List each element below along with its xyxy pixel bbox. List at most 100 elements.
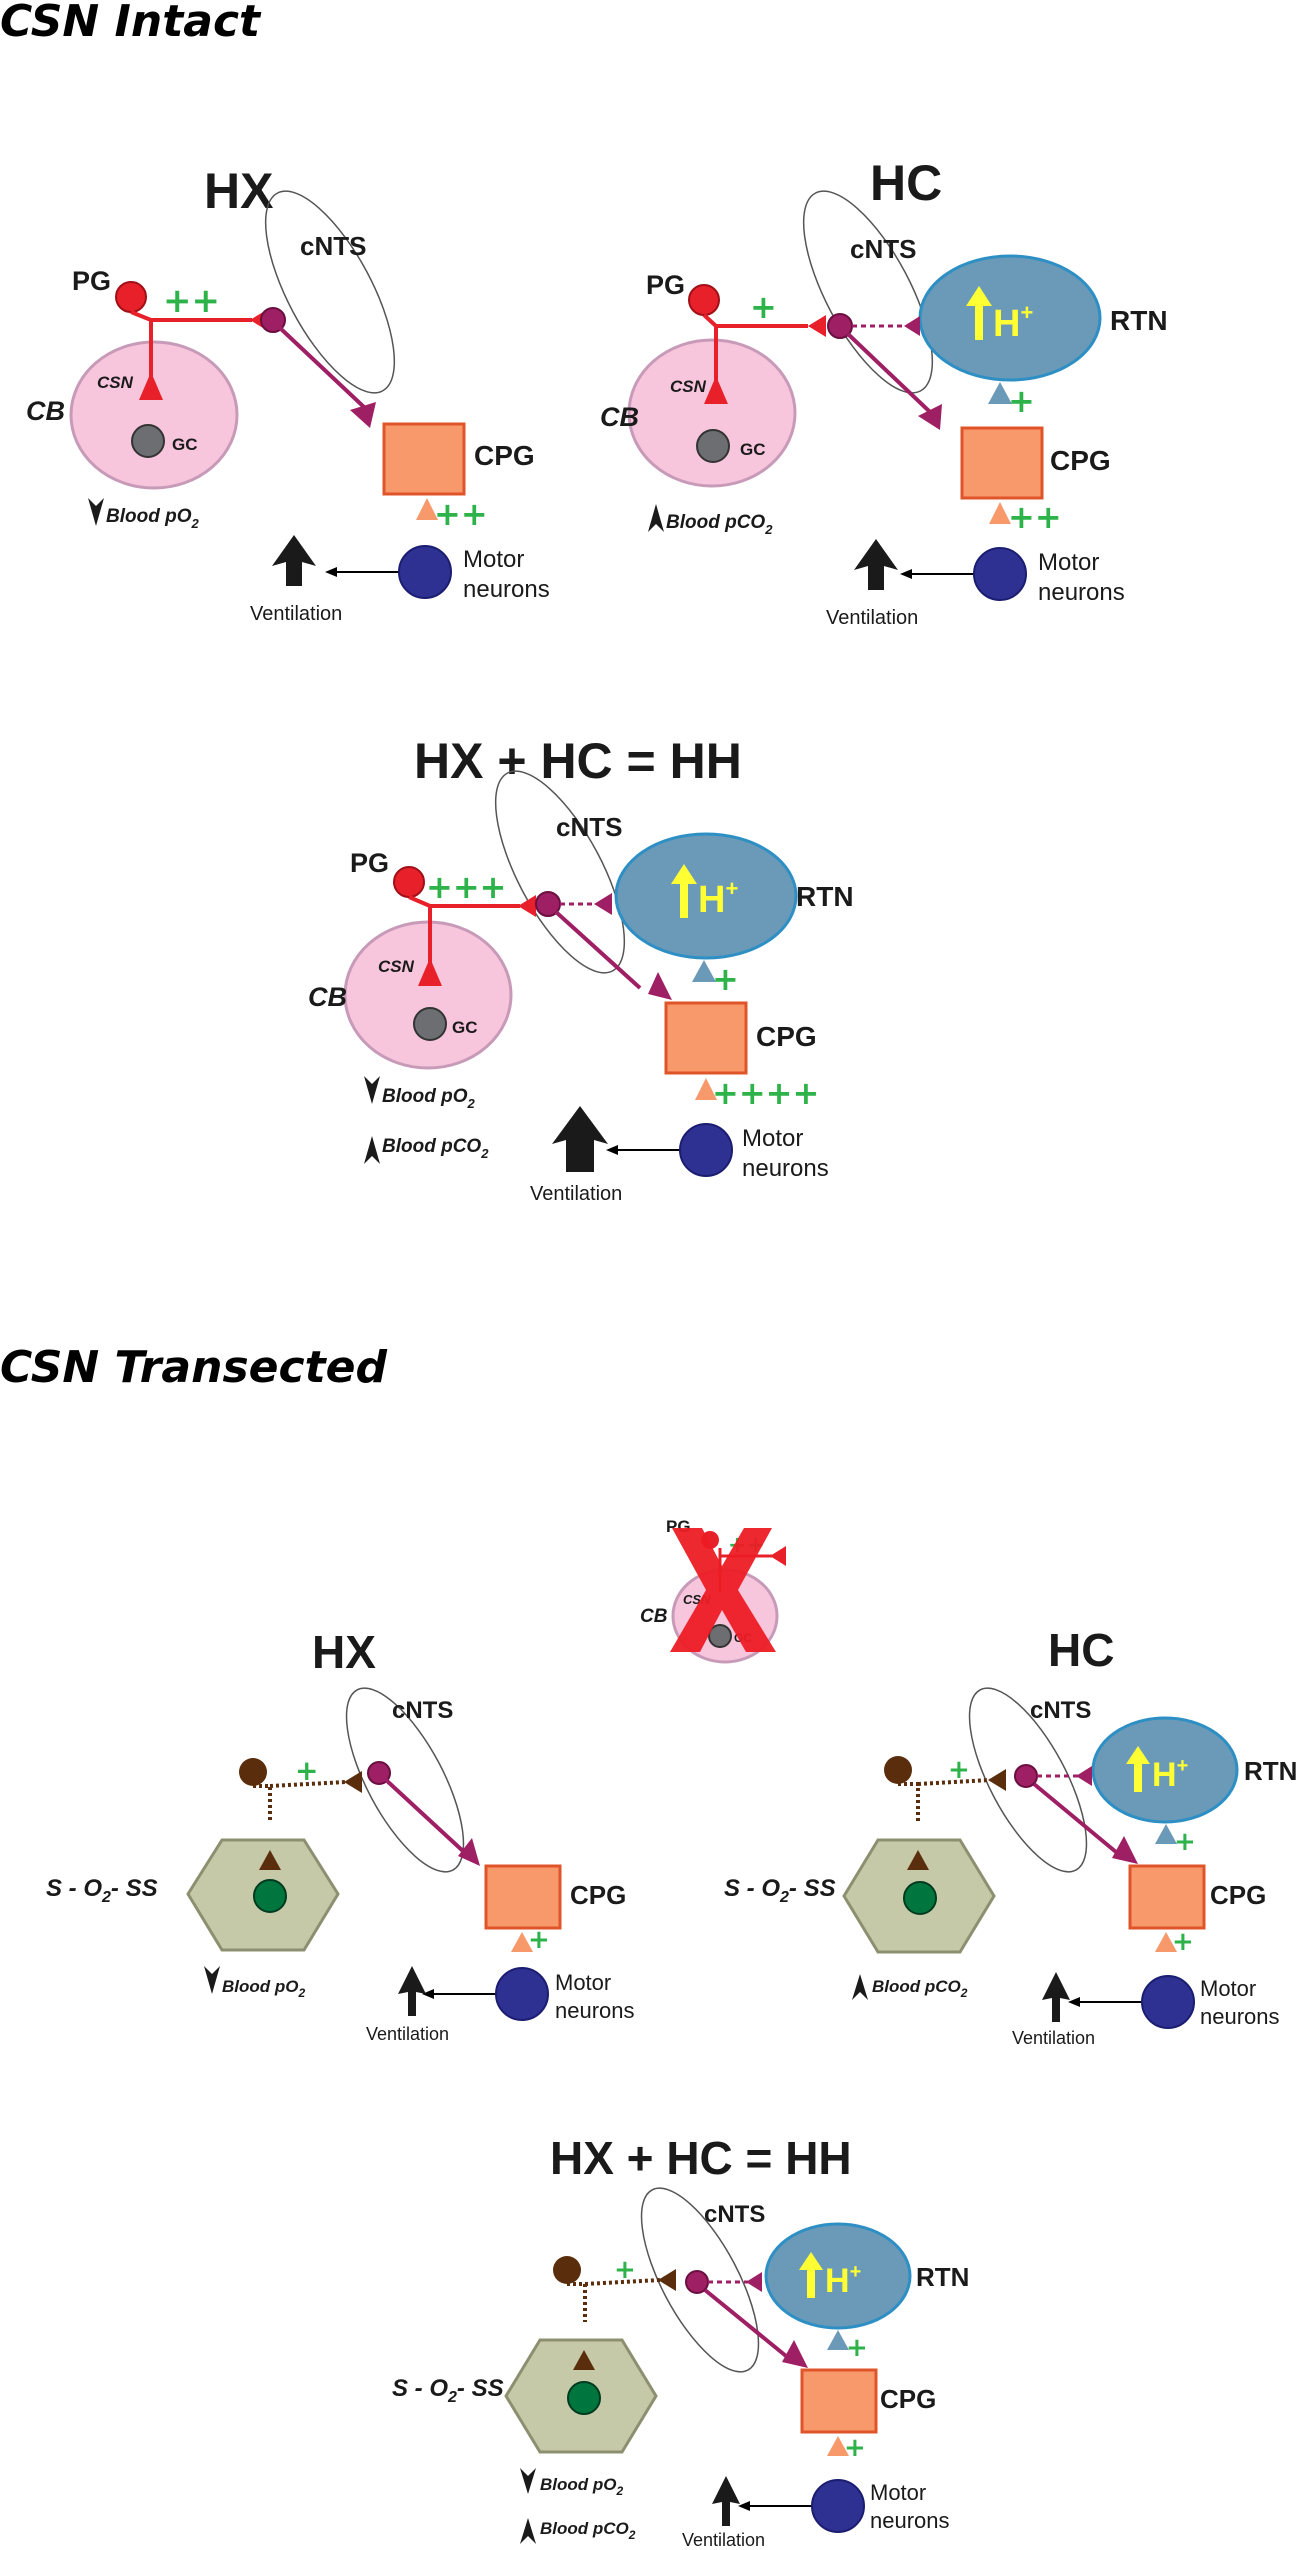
up-arrow-icon — [1126, 1746, 1150, 1792]
rtn-label: RTN — [916, 2262, 969, 2292]
cpg-terminal — [827, 2436, 849, 2456]
cnts-terminal — [782, 2340, 808, 2368]
csn-terminal — [704, 376, 728, 404]
cpg-terminal — [416, 498, 438, 520]
cpg-label: CPG — [1050, 445, 1111, 476]
ventilation-arrow — [1042, 1972, 1070, 2022]
cpg-box — [960, 426, 1044, 500]
motor-label: Motor — [1038, 549, 1099, 576]
sensor-soma — [553, 2256, 581, 2284]
motor-label: neurons — [742, 1155, 829, 1182]
rtn-terminal — [594, 893, 612, 915]
gc-cell — [696, 429, 730, 463]
csn-label: CSN — [670, 377, 707, 396]
up-arrow-icon — [364, 1136, 380, 1164]
plus-marks: + — [844, 2433, 866, 2463]
up-arrow-icon — [648, 504, 664, 532]
motor-neuron — [1067, 1975, 1195, 2029]
cnts-terminal — [350, 402, 376, 428]
cpg-label: CPG — [1210, 1880, 1266, 1910]
csn-label: CSN — [378, 957, 415, 976]
ventilation-arrow — [552, 1106, 608, 1172]
cb-label: CB — [600, 402, 639, 432]
cnts-axon — [846, 332, 932, 414]
ventilation-arrow — [712, 2476, 740, 2526]
panel-title-hh: HX + HC = HH — [550, 2132, 852, 2184]
rtn-label: RTN — [796, 881, 854, 912]
motor-label: Motor — [742, 1125, 803, 1152]
cnts-outline — [802, 190, 934, 394]
gc-cell — [131, 424, 165, 458]
rtn-terminal — [746, 2272, 762, 2292]
rtn-terminal — [1076, 1766, 1092, 1786]
sss-label: S - O2- SS — [724, 1875, 836, 1906]
sensor-terminal — [988, 1769, 1006, 1791]
motor-label: neurons — [463, 576, 550, 603]
motor-label: neurons — [1038, 579, 1125, 606]
cnts-axon — [1032, 1782, 1118, 1854]
cnts-axon — [384, 1778, 466, 1854]
cnts-label: cNTS — [704, 2201, 765, 2228]
cpg-box — [1128, 1864, 1206, 1930]
blood-pco2-label: Blood pCO2 — [666, 512, 773, 537]
transection-icon: PG CB CSN ++ GC — [640, 1517, 786, 1664]
plus-marks: + — [846, 2333, 868, 2363]
cpg-terminal — [511, 1932, 533, 1952]
blood-po2-label: Blood pO2 — [106, 506, 199, 531]
h-ion-label: H+ — [698, 876, 738, 921]
pg-label: PG — [72, 266, 111, 296]
cpg-label: CPG — [474, 440, 535, 471]
motor-neuron — [324, 545, 452, 599]
pg-label: PG — [646, 270, 685, 300]
up-arrow-icon — [966, 286, 992, 340]
plus-marks: ++ — [434, 495, 488, 533]
up-arrow-icon — [520, 2518, 536, 2544]
plus-marks: + — [1008, 382, 1035, 420]
sensor-terminal — [658, 2269, 676, 2291]
rtn-ellipse — [1091, 1716, 1239, 1824]
panel-intact-hc: HC cNTS RTN H+ CB CSN PG + GC + CPG ++ M… — [600, 155, 1168, 629]
rtn-down-terminal — [1155, 1824, 1177, 1844]
cnts-outline — [494, 770, 626, 974]
section-title-transected: CSN Transected — [0, 1342, 387, 1393]
plus-marks: + — [614, 2255, 636, 2285]
cpg-label: CPG — [570, 1880, 626, 1910]
cnts-terminal — [458, 1838, 480, 1866]
rtn-ellipse — [614, 832, 798, 960]
panel-title-hx: HX — [312, 1626, 376, 1678]
sensor-soma — [239, 1758, 267, 1786]
motor-neuron — [421, 1967, 549, 2021]
csn-label: CSN — [97, 373, 134, 392]
cnts-axon — [554, 910, 642, 990]
cnts-label: cNTS — [300, 231, 366, 261]
cpg-label: CPG — [880, 2384, 936, 2414]
ventilation-arrow — [398, 1966, 426, 2016]
up-arrow-icon — [852, 1974, 868, 2000]
up-arrow-icon — [799, 2252, 823, 2298]
cnts-outline — [345, 1687, 465, 1873]
pg-soma — [688, 284, 720, 316]
plus-marks: + — [712, 960, 739, 998]
motor-label: Motor — [463, 546, 524, 573]
cnts-outline — [640, 2187, 760, 2373]
ventilation-label: Ventilation — [682, 2530, 765, 2550]
gc-label: GC — [172, 435, 198, 454]
motor-label: neurons — [555, 1998, 635, 2023]
ventilation-label: Ventilation — [826, 607, 918, 629]
sensor-arrowhead — [573, 2350, 595, 2370]
dashed-fiber — [253, 1780, 347, 1822]
cpg-terminal — [1155, 1932, 1177, 1952]
motor-label: Motor — [870, 2480, 926, 2505]
gc-label: GC — [740, 440, 766, 459]
ventilation-label: Ventilation — [530, 1183, 622, 1205]
cb-label: CB — [26, 396, 65, 426]
ventilation-arrow — [272, 535, 316, 586]
plus-marks: ++ — [1008, 498, 1062, 536]
panel-title-hx: HX — [204, 163, 273, 219]
up-arrow-icon — [671, 864, 697, 918]
section-title-intact: CSN Intact — [0, 0, 262, 47]
pg-terminal — [770, 1546, 786, 1566]
blood-po2-label: Blood pO2 — [382, 1086, 475, 1111]
cb-label: CB — [308, 982, 347, 1012]
